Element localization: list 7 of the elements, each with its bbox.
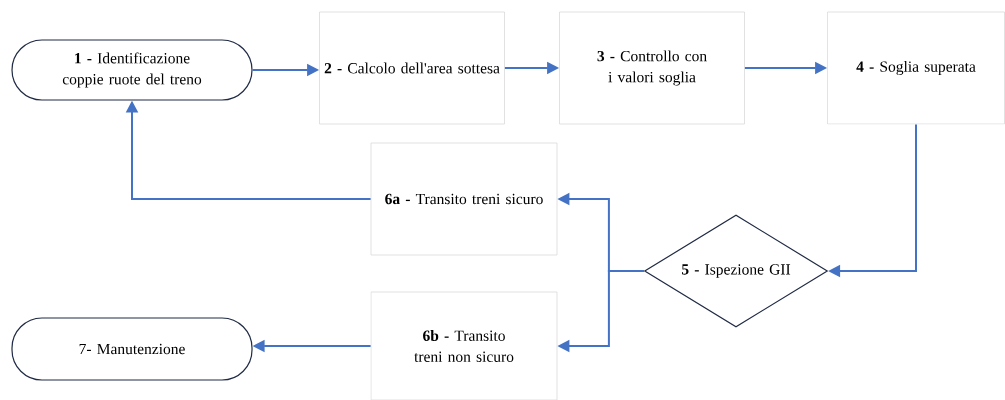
stadium-box: 7- Manutenzione — [11, 317, 253, 381]
stadium-box: 1 - Identificazione coppie ruote del treno — [11, 39, 253, 101]
process-box: 6a - Transito treni sicuro — [370, 142, 558, 256]
process-box: 6b - Transito treni non sicuro — [370, 291, 558, 400]
process-box: 2 - Calcolo dell'area sottesa — [319, 11, 505, 125]
process-box: 3 - Controllo con i valori soglia — [559, 11, 745, 125]
process-box: 4 - Soglia superata — [827, 11, 1005, 125]
